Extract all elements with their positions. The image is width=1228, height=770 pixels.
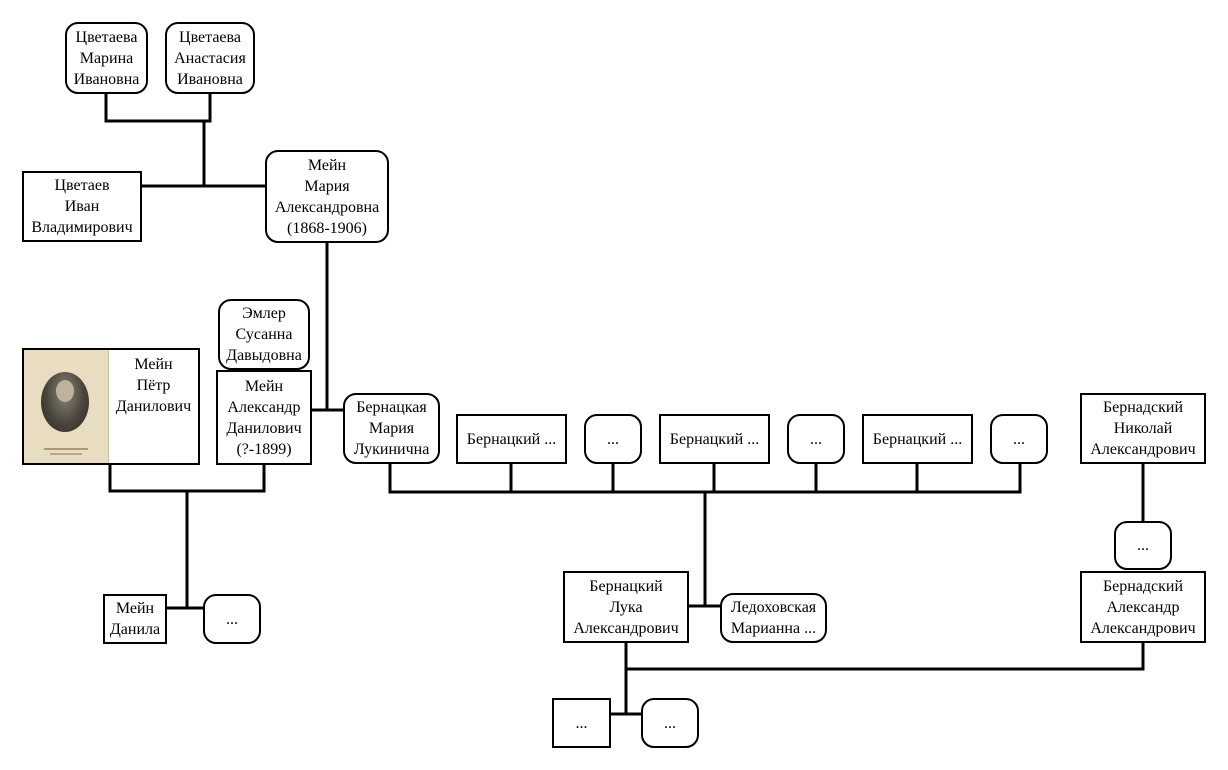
person-tsvetaeva-anastasia[interactable]: Цветаева Анастасия Ивановна <box>165 22 255 94</box>
person-bernadsky-nikolai[interactable]: Бернадский Николай Александрович <box>1080 393 1206 464</box>
person-unknown-7[interactable]: ... <box>641 698 699 748</box>
person-mein-danila[interactable]: Мейн Данила <box>103 594 167 644</box>
person-bernatsky-1[interactable]: Бернацкий ... <box>456 414 567 464</box>
person-tsvetaeva-marina[interactable]: Цветаева Марина Ивановна <box>65 22 148 94</box>
person-mein-maria[interactable]: Мейн Мария Александровна (1868-1906) <box>265 150 389 243</box>
person-bernatsky-3[interactable]: Бернацкий ... <box>862 414 973 464</box>
person-ledokhovskaya[interactable]: Ледоховская Марианна ... <box>720 593 827 643</box>
person-bernatskaya-maria[interactable]: Бернацкая Мария Лукинична <box>343 393 440 464</box>
person-mein-alexandr[interactable]: Мейн Александр Данилович (?-1899) <box>216 370 312 465</box>
person-bernatsky-2[interactable]: Бернацкий ... <box>659 414 770 464</box>
person-unknown-6[interactable]: ... <box>552 698 611 748</box>
portrait-photo <box>24 350 109 463</box>
person-bernadsky-alexandr[interactable]: Бернадский Александр Александрович <box>1080 571 1206 643</box>
person-unknown-2[interactable]: ... <box>787 414 845 464</box>
person-unknown-3[interactable]: ... <box>990 414 1048 464</box>
person-unknown-5[interactable]: ... <box>203 594 261 644</box>
person-emler-susanna[interactable]: Эмлер Сусанна Давыдовна <box>218 299 310 370</box>
person-mein-petr-label: Мейн Пётр Данилович <box>115 356 192 415</box>
person-unknown-1[interactable]: ... <box>584 414 642 464</box>
person-unknown-4[interactable]: ... <box>1114 521 1172 570</box>
person-mein-petr[interactable]: Мейн Пётр Данилович <box>22 348 200 465</box>
person-tsvetaev-ivan[interactable]: Цветаев Иван Владимирович <box>22 171 142 242</box>
person-bernatsky-luka[interactable]: Бернацкий Лука Александрович <box>563 571 689 643</box>
